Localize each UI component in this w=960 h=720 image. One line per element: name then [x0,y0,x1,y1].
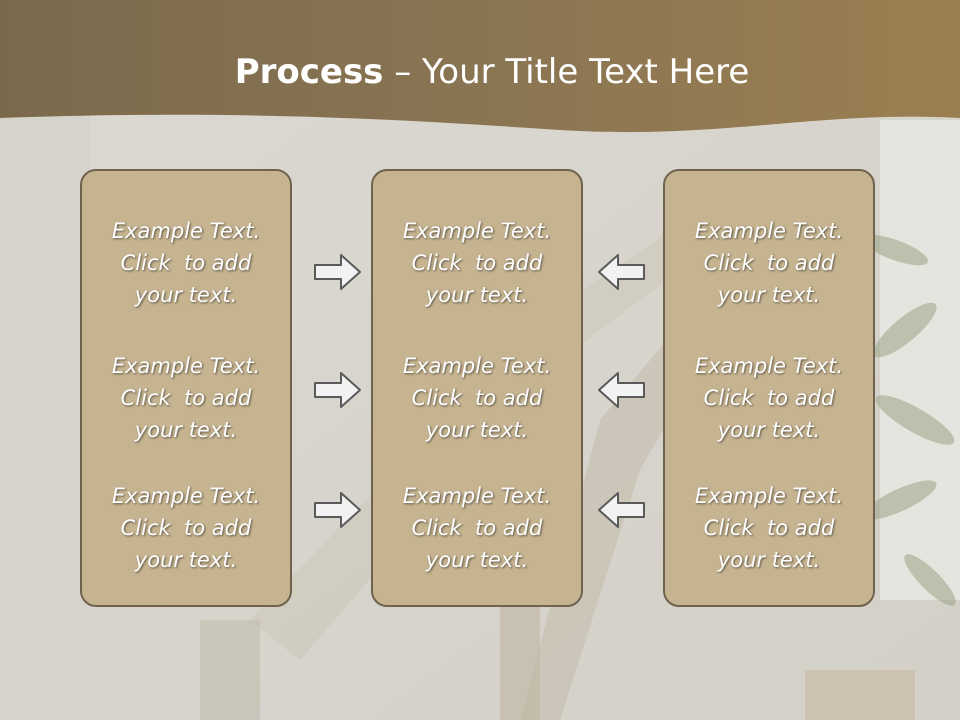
text-line: your text. [425,283,529,307]
title-rest: – Your Title Text Here [383,52,750,92]
title-bold: Process [234,52,384,92]
text-line: your text. [425,418,529,442]
arrow-right-icon [314,372,361,408]
text-line: Example Text. [694,354,844,378]
text-line: your text. [717,283,821,307]
text-placeholder[interactable]: Example Text. Click to add your text. [373,480,581,576]
text-line: Click to add [120,516,252,540]
text-line: Example Text. [694,219,844,243]
text-placeholder[interactable]: Example Text. Click to add your text. [82,215,290,311]
text-line: Example Text. [402,484,552,508]
text-line: your text. [134,548,238,572]
text-placeholder[interactable]: Example Text. Click to add your text. [373,215,581,311]
text-placeholder[interactable]: Example Text. Click to add your text. [82,480,290,576]
arrow-right-icon [314,492,361,528]
text-line: Example Text. [111,219,261,243]
text-line: Example Text. [694,484,844,508]
text-line: Click to add [411,516,543,540]
text-line: your text. [134,418,238,442]
text-line: your text. [717,548,821,572]
text-placeholder[interactable]: Example Text. Click to add your text. [82,350,290,446]
text-line: Click to add [120,386,252,410]
text-placeholder[interactable]: Example Text. Click to add your text. [373,350,581,446]
text-line: Example Text. [402,219,552,243]
arrow-left-icon [598,254,645,290]
column-right: Example Text. Click to add your text. Exam… [663,169,875,607]
arrow-left-icon [598,372,645,408]
text-line: Click to add [411,386,543,410]
text-line: Click to add [120,251,252,275]
text-line: your text. [717,418,821,442]
arrow-right-icon [314,254,361,290]
arrow-left-icon [598,492,645,528]
text-placeholder[interactable]: Example Text. Click to add your text. [665,350,873,446]
text-line: Example Text. [111,484,261,508]
text-line: Click to add [703,386,835,410]
text-line: Click to add [411,251,543,275]
text-line: Example Text. [402,354,552,378]
text-line: your text. [134,283,238,307]
column-middle: Example Text. Click to add your text. Exam… [371,169,583,607]
slide-title[interactable]: Process – Your Title Text Here [0,52,960,92]
text-line: Click to add [703,516,835,540]
text-placeholder[interactable]: Example Text. Click to add your text. [665,215,873,311]
text-line: Example Text. [111,354,261,378]
text-placeholder[interactable]: Example Text. Click to add your text. [665,480,873,576]
column-left: Example Text. Click to add your text. Exam… [80,169,292,607]
text-line: Click to add [703,251,835,275]
text-line: your text. [425,548,529,572]
